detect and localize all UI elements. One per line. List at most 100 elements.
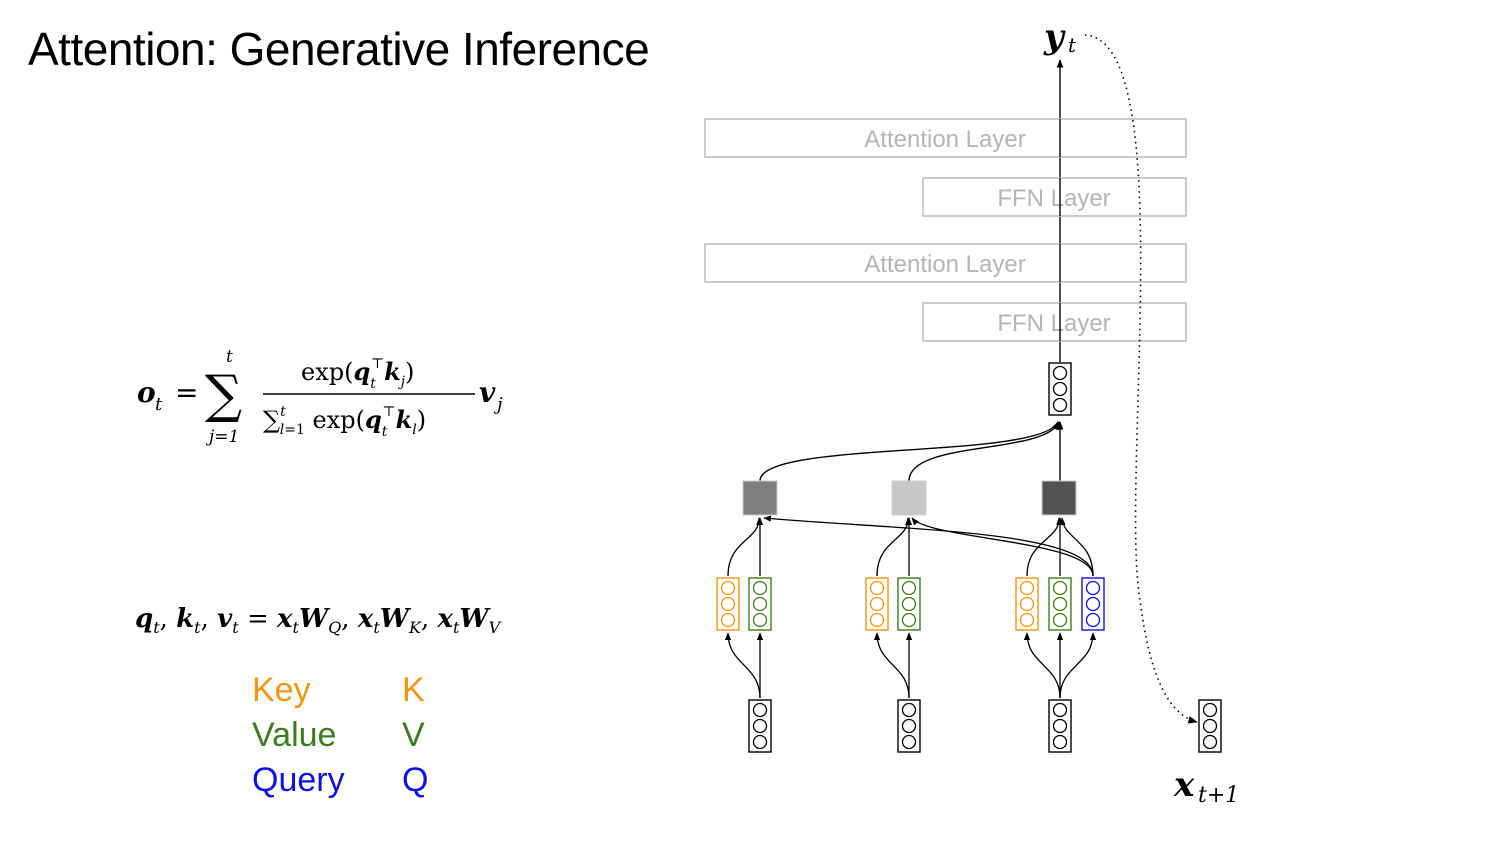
input-vector-unit (901, 702, 917, 718)
query-vector-unit (1085, 596, 1101, 612)
legend-row-query: Query Q (252, 758, 428, 803)
input-vector-unit (901, 718, 917, 734)
eq-equals: = (175, 376, 198, 409)
value-vector-box (1048, 577, 1072, 631)
next-input-unit (1202, 702, 1218, 718)
input-vector-box (748, 699, 772, 753)
attention-output-vector (1048, 362, 1072, 416)
key-vector-unit (1019, 612, 1035, 628)
legend-key-symbol: K (402, 671, 425, 709)
curve-square2-to-output (908, 421, 1060, 482)
output-vector-unit (1052, 397, 1068, 413)
sum-sign: ∑ (205, 365, 242, 425)
key-vector-unit (1019, 580, 1035, 596)
legend-row-key: Key K (252, 668, 428, 713)
ffn-layer-label-1: FFN Layer (997, 185, 1110, 212)
next-input-vector (1198, 699, 1222, 753)
eq-lhs-sub: t (155, 394, 163, 415)
legend-query-name: Query (252, 761, 345, 799)
output-label-sub: t (1068, 33, 1077, 57)
input-vector-unit (1052, 718, 1068, 734)
arrow-key-to-weight (727, 517, 763, 577)
value-vector-unit (901, 596, 917, 612)
key-vector-unit (869, 580, 885, 596)
value-vector-unit (1052, 596, 1068, 612)
sum-upper: t (226, 347, 233, 367)
next-input-box (1198, 699, 1222, 753)
projection-text: qt, kt, vt = xtWQ, xtWK, xtWV (135, 604, 502, 637)
arrow-input-to-query (1059, 632, 1097, 699)
legend-query-symbol: Q (402, 761, 429, 799)
arrow-query-to-weight (911, 517, 1094, 577)
next-input-label-sub: t+1 (1198, 783, 1239, 808)
weighted-sum-curves (759, 421, 1064, 482)
query-vector-unit (1085, 612, 1101, 628)
projection-equation-svg: qt, kt, vt = xtWQ, xtWK, xtWV (135, 604, 502, 637)
projection-equation: qt, kt, vt = xtWQ, xtWK, xtWV (135, 595, 635, 645)
legend-value-symbol: V (402, 716, 425, 754)
legend-row-value: Value V (252, 713, 428, 758)
key-vector-box (1015, 577, 1039, 631)
legend-key-name: Key (252, 671, 311, 709)
slide-title: Attention: Generative Inference (28, 23, 650, 75)
value-vector-unit (901, 580, 917, 596)
next-input-unit (1202, 734, 1218, 750)
value-vector-unit (752, 612, 768, 628)
value-vector-unit (1052, 612, 1068, 628)
key-vector-unit (869, 612, 885, 628)
token-columns (716, 515, 1105, 753)
arrow-input-to-key (724, 632, 761, 699)
eq-rhs: v (479, 376, 496, 409)
key-vector-unit (869, 596, 885, 612)
ffn-layer-label-2: FFN Layer (997, 310, 1110, 337)
input-vector-box (897, 699, 921, 753)
key-vector-unit (720, 596, 736, 612)
next-input-label: x (1173, 765, 1195, 805)
attention-layer-label-2: Attention Layer (864, 251, 1025, 278)
input-vector-unit (752, 718, 768, 734)
arrow-input-to-key (1023, 632, 1061, 699)
query-vector-unit (1085, 580, 1101, 596)
ffn-layer-box-1 (922, 177, 1187, 217)
input-vector-unit (1052, 702, 1068, 718)
ffn-layer-box-2 (922, 302, 1187, 342)
legend-value-name: Value (252, 716, 337, 754)
attention-weight-square (891, 480, 927, 516)
key-vector-box (716, 577, 740, 631)
key-vector-box (865, 577, 889, 631)
arrow-query-to-weight (1059, 517, 1094, 577)
next-input-unit (1202, 718, 1218, 734)
sum-lower: j=1 (205, 427, 239, 447)
output-vector-unit (1052, 365, 1068, 381)
value-vector-unit (752, 580, 768, 596)
query-vector-box (1081, 577, 1105, 631)
key-vector-unit (1019, 596, 1035, 612)
output-vector-box (1048, 362, 1072, 416)
key-vector-unit (720, 580, 736, 596)
attention-weight-square (1041, 480, 1077, 516)
input-vector-unit (1052, 734, 1068, 750)
value-vector-box (897, 577, 921, 631)
eq-rhs-sub: j (493, 394, 503, 415)
attention-layer-box-1 (704, 118, 1187, 158)
value-vector-unit (901, 612, 917, 628)
arrow-query-to-weight (763, 515, 1094, 577)
input-vector-unit (752, 702, 768, 718)
key-vector-unit (720, 612, 736, 628)
eq-lhs: o (137, 376, 156, 409)
input-vector-box (1048, 699, 1072, 753)
attention-layer-box-2 (704, 243, 1187, 283)
output-label: y (1043, 17, 1066, 57)
value-vector-box (748, 577, 772, 631)
arrow-input-to-key (873, 632, 910, 699)
attention-weight-square (742, 480, 778, 516)
curve-square1-to-output (759, 421, 1059, 482)
input-vector-unit (901, 734, 917, 750)
output-vector-unit (1052, 381, 1068, 397)
attention-layer-label-1: Attention Layer (864, 126, 1025, 153)
input-vector-unit (752, 734, 768, 750)
legend: Key K Value V Query Q (252, 668, 428, 803)
